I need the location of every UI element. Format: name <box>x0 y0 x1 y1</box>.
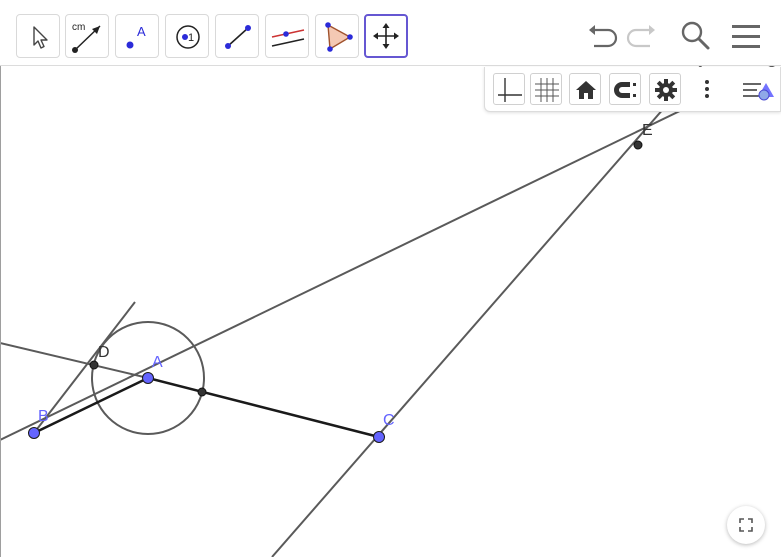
intersection-point[interactable] <box>197 387 207 397</box>
settings-button[interactable] <box>649 73 681 105</box>
line-ae[interactable] <box>0 61 781 441</box>
tool-distance[interactable]: cm <box>65 14 109 58</box>
tool-point[interactable]: A <box>115 14 159 58</box>
segment-ac[interactable] <box>147 376 380 439</box>
line-da[interactable] <box>0 342 149 379</box>
undo-button[interactable] <box>582 16 622 56</box>
tool-point-text: A <box>137 24 146 39</box>
toggle-style-bar-button[interactable] <box>739 73 774 105</box>
segment-icon <box>225 25 251 49</box>
ruler-distance-icon: cm <box>72 22 101 53</box>
parallel-lines-icon <box>271 29 305 47</box>
tool-segment[interactable] <box>215 14 259 58</box>
point-a-label[interactable]: A <box>152 354 163 371</box>
more-vertical-icon <box>705 80 709 98</box>
line-bd[interactable] <box>33 301 136 434</box>
point-e[interactable] <box>633 140 643 150</box>
point-c-label[interactable]: C <box>383 412 395 429</box>
fullscreen-icon <box>739 518 753 532</box>
toolbar: cm A 1 <box>0 0 781 66</box>
tool-polygon[interactable] <box>315 14 359 58</box>
show-grid-button[interactable] <box>530 73 562 105</box>
polygon-icon <box>325 22 353 52</box>
arrow-cursor-icon <box>33 26 48 49</box>
fullscreen-button[interactable] <box>727 506 765 544</box>
more-options-button[interactable] <box>691 73 723 105</box>
point-e-label[interactable]: E <box>642 122 653 139</box>
point-d[interactable] <box>89 360 99 370</box>
point-icon: A <box>126 24 146 49</box>
tool-move-graphics-view[interactable] <box>364 14 408 58</box>
redo-button[interactable] <box>622 16 662 56</box>
tool-parallel-line[interactable] <box>265 14 309 58</box>
toggle-style-bar-icon <box>743 83 774 101</box>
gear-icon <box>655 79 677 101</box>
redo-icon <box>626 25 655 48</box>
axes-icon <box>498 78 522 102</box>
menu-button[interactable] <box>727 16 767 56</box>
show-axes-button[interactable] <box>493 73 525 105</box>
search-icon <box>681 21 710 50</box>
circle-a[interactable] <box>91 321 205 435</box>
undo-icon <box>589 25 618 48</box>
point-capturing-button[interactable] <box>609 73 641 105</box>
tool-move[interactable] <box>16 14 60 58</box>
segment-ba[interactable] <box>33 376 149 435</box>
point-c[interactable] <box>373 431 385 443</box>
tool-rotate-text: 1 <box>188 32 194 44</box>
tool-distance-text: cm <box>72 22 85 33</box>
point-b-label[interactable]: B <box>38 408 49 425</box>
point-a[interactable] <box>142 372 154 384</box>
menu-icon <box>732 25 760 48</box>
circle-point-icon: 1 <box>176 25 200 49</box>
magnet-snap-icon <box>614 82 636 98</box>
grid-icon <box>535 78 559 102</box>
point-b[interactable] <box>28 427 40 439</box>
point-d-label[interactable]: D <box>98 344 110 361</box>
standard-view-button[interactable] <box>569 73 601 105</box>
tool-rotate-around-point[interactable]: 1 <box>165 14 209 58</box>
move-arrows-icon <box>373 23 399 49</box>
line-ce[interactable] <box>271 59 707 557</box>
home-icon <box>576 81 596 99</box>
view-border <box>0 0 1 557</box>
search-button[interactable] <box>676 16 716 56</box>
graphics-style-bar <box>484 67 781 112</box>
